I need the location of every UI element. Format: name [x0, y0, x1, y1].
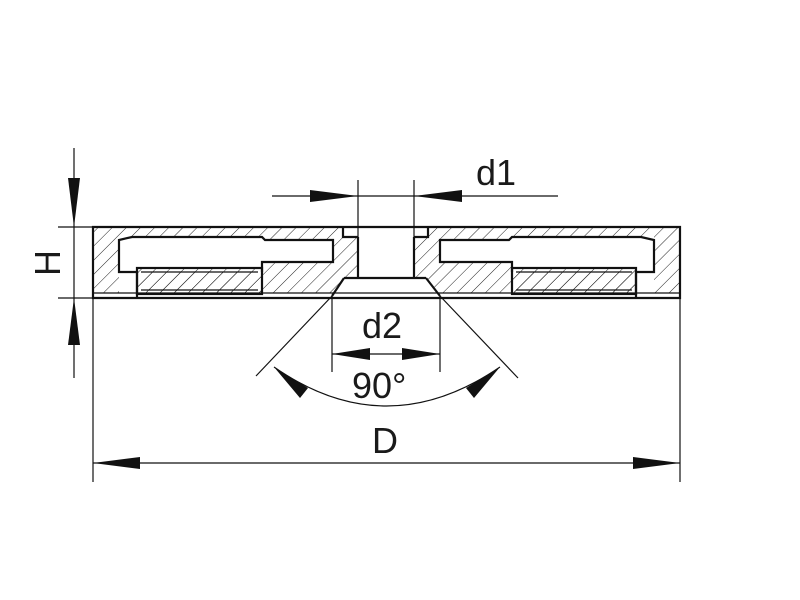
- angle-arrow-left: [274, 367, 308, 398]
- magnet-right: [510, 266, 638, 296]
- dimension-angle: 90°: [255, 295, 519, 407]
- h-arrow-top: [68, 178, 80, 227]
- h-arrow-bottom: [68, 298, 80, 345]
- d1-arrow-right: [414, 190, 462, 202]
- d1-arrow-left: [310, 190, 358, 202]
- countersink: [331, 276, 441, 297]
- d2-arrow-left: [332, 348, 370, 360]
- dimension-d: D: [92, 298, 681, 482]
- angle-arrow-right: [466, 367, 500, 398]
- d-arrow-right: [633, 457, 680, 469]
- d-arrow-left: [93, 457, 140, 469]
- left-cavity-contour: [117, 235, 335, 298]
- d2-arrow-right: [402, 348, 440, 360]
- magnet-left: [135, 266, 264, 296]
- dimension-d1: d1: [272, 152, 558, 237]
- angle-label: 90°: [352, 365, 406, 406]
- h-label: H: [27, 250, 68, 276]
- bore-top-step: [341, 227, 430, 239]
- dimension-h: H: [27, 148, 93, 378]
- d1-label: d1: [476, 152, 516, 193]
- d-label: D: [372, 420, 398, 461]
- d2-label: d2: [362, 305, 402, 346]
- right-cavity-contour: [438, 235, 656, 298]
- bore-walls: [356, 237, 416, 280]
- dimension-d2: d2: [331, 296, 441, 372]
